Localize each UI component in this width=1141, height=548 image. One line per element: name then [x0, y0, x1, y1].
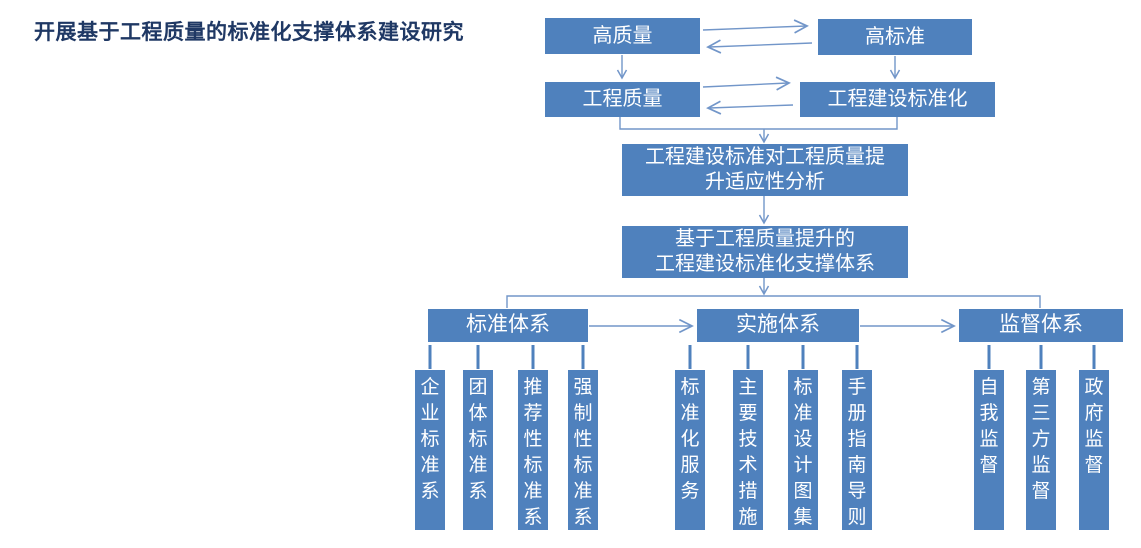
leaf-third-party-supervision: 第三方监督: [1026, 370, 1056, 530]
node-implementation-system: 实施体系: [697, 309, 859, 342]
leaf-government-supervision: 政府监督: [1079, 370, 1109, 530]
node-support-system-line2: 工程建设标准化支撑体系: [655, 253, 875, 275]
arrow-engquality-to-engstd: [702, 76, 791, 91]
node-support-system: 基于工程质量提升的 工程建设标准化支撑体系: [622, 226, 908, 278]
bracket-connector: [506, 295, 1041, 308]
leaf-standardization-service: 标准化服务: [675, 370, 705, 530]
leaf-technical-measures: 主要技术措施: [733, 370, 763, 530]
node-adaptability-analysis-line2: 升适应性分析: [705, 171, 825, 193]
merge-connector: [619, 117, 898, 130]
arrow-engstd-to-engquality: [706, 100, 794, 115]
leaf-stub-lines: [428, 345, 1096, 369]
arrow-standard-to-quality: [706, 39, 813, 54]
leaf-enterprise-standards: 企业标准系: [415, 370, 445, 530]
node-high-standard: 高标准: [818, 19, 972, 55]
arrow-quality-to-standard: [702, 19, 809, 34]
node-standard-system: 标准体系: [428, 309, 588, 342]
leaf-recommended-standards: 推荐性标准系: [518, 370, 548, 530]
node-support-system-line1: 基于工程质量提升的: [675, 228, 855, 250]
node-high-quality: 高质量: [545, 18, 700, 54]
node-supervision-system: 监督体系: [959, 309, 1123, 342]
leaf-mandatory-standards: 强制性标准系: [568, 370, 598, 530]
leaf-self-supervision: 自我监督: [974, 370, 1004, 530]
node-adaptability-analysis: 工程建设标准对工程质量提 升适应性分析: [622, 144, 908, 196]
slide-title: 开展基于工程质量的标准化支撑体系建设研究: [34, 21, 464, 44]
node-adaptability-analysis-line1: 工程建设标准对工程质量提: [645, 146, 885, 168]
leaf-group-standards: 团体标准系: [463, 370, 493, 530]
leaf-design-atlas: 标准设计图集: [788, 370, 818, 530]
leaf-manual-guidelines: 手册指南导则: [842, 370, 872, 530]
node-eng-standardization: 工程建设标准化: [800, 82, 995, 117]
node-eng-quality: 工程质量: [545, 82, 700, 117]
